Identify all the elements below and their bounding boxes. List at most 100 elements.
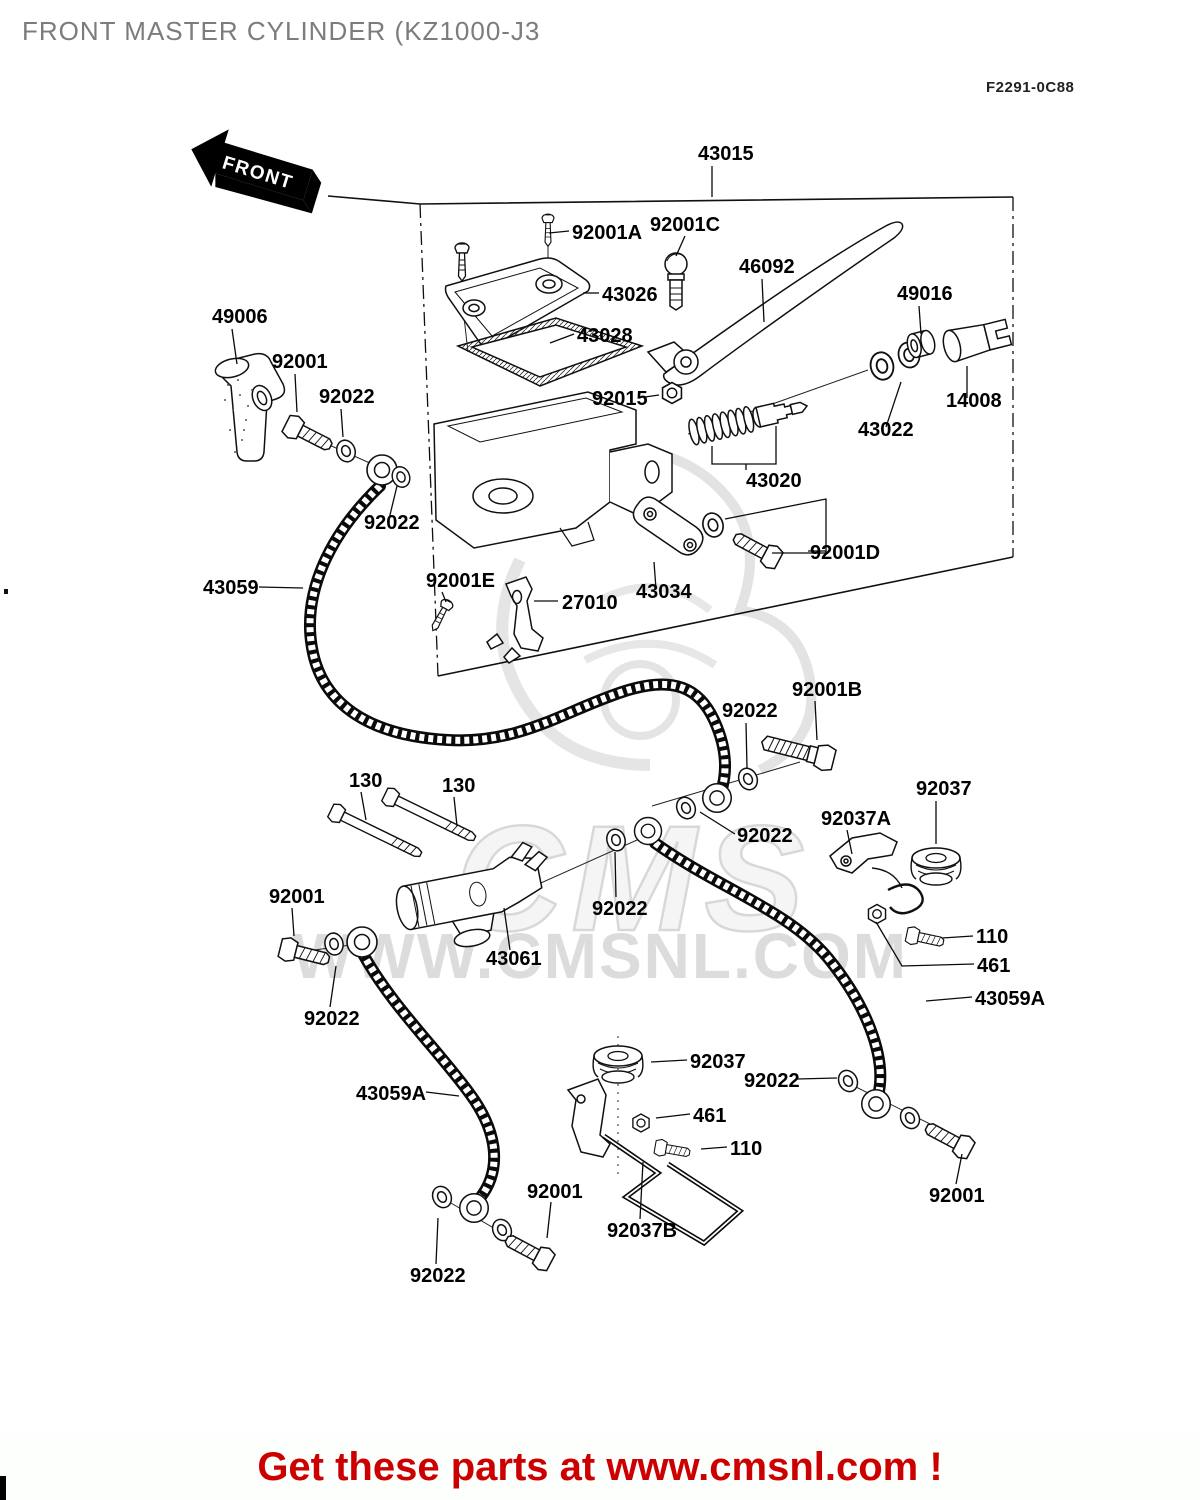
part-label-92001: 92001: [269, 886, 325, 908]
leader-line: [955, 1153, 963, 1185]
leader-line: [340, 408, 344, 438]
leader-line: [918, 305, 922, 335]
leader-line: [258, 586, 304, 589]
leader-line: [388, 485, 398, 520]
hose-eyelet-mid: [633, 816, 663, 846]
leader-line: [745, 722, 748, 769]
part-label-92022: 92022: [364, 512, 420, 534]
hose-eyelet-left-start: [346, 926, 378, 958]
leader-line: [846, 829, 853, 855]
front-arrow: FRONT: [191, 129, 322, 214]
diaphragm-gasket-43028: [455, 317, 645, 387]
part-label-130: 130: [349, 770, 382, 792]
leader-line: [614, 851, 617, 898]
banjo-bolt-92001b: [761, 735, 837, 772]
leader-line: [329, 965, 337, 1008]
leader-line: [435, 1217, 439, 1265]
boot-14008: [942, 318, 1013, 363]
washer-92022-i: [428, 1182, 456, 1212]
leader-line: [291, 907, 295, 937]
front-arrow-side: [303, 169, 322, 214]
locknut-92015: [661, 381, 683, 405]
grommet-92037-lower: [592, 1045, 644, 1084]
leader-line: [653, 561, 657, 590]
bolt-92001d: [728, 525, 786, 573]
hose-eyelet-center: [701, 782, 733, 814]
leader-line: [925, 996, 973, 1002]
part-label-27010: 27010: [562, 592, 618, 614]
front-arrow-shape: [191, 129, 313, 201]
washer-92022-f: [834, 1066, 862, 1096]
bolt-110-lower: [653, 1137, 692, 1162]
brake-lever-46092: [646, 221, 904, 386]
piston-spring-43020: [688, 401, 809, 446]
front-arrow-bottom: [215, 173, 312, 214]
leader-line: [546, 1201, 552, 1239]
part-label-92001: 92001: [929, 1185, 985, 1207]
leader-lines-layer: [231, 166, 975, 1265]
part-label-92001c: 92001C: [650, 214, 720, 236]
part-label-43028: 43028: [577, 325, 633, 347]
reservoir-cap-43026: [444, 257, 591, 347]
leader-line: [453, 796, 458, 827]
leader-line: [761, 278, 765, 323]
part-label-43026: 43026: [602, 284, 658, 306]
banjo-bolt-92001c: [664, 252, 688, 311]
exploded-parts-diagram: CMS WWW.CMSNL.COM FRONT: [191, 129, 1045, 1287]
nut-under-bracket: [867, 903, 887, 925]
brake-hose-43059a-right: [649, 837, 887, 1102]
leader-line: [650, 1059, 688, 1063]
part-label-92022: 92022: [592, 898, 648, 920]
leader-line: [814, 700, 818, 741]
part-label-92022: 92022: [319, 386, 375, 408]
part-label-92001: 92001: [272, 351, 328, 373]
leader-line: [644, 394, 660, 398]
part-label-130: 130: [442, 775, 475, 797]
part-label-43015: 43015: [698, 143, 754, 165]
banner-link-text[interactable]: Get these parts at www.cmsnl.com !: [257, 1444, 943, 1489]
hose-eyelet-left-end: [458, 1192, 490, 1224]
washer-92022-g: [896, 1103, 924, 1133]
part-label-92001: 92001: [527, 1181, 583, 1203]
joint-fitting-49006: [214, 352, 286, 462]
part-label-92022: 92022: [410, 1265, 466, 1287]
brake-hose-43059: [303, 480, 731, 798]
part-label-92001a: 92001A: [572, 222, 642, 244]
bracket-92037b: [566, 1078, 745, 1247]
leader-line: [941, 935, 974, 939]
cap-screw: [454, 242, 470, 282]
screw-92001e: [426, 596, 456, 635]
assembly-box-43015: [327, 195, 1014, 677]
part-label-92001b: 92001B: [792, 679, 862, 701]
scan-artifact-corner: [0, 1476, 6, 1500]
leader-line: [549, 333, 575, 344]
leader-line: [699, 811, 736, 835]
page-title: FRONT MASTER CYLINDER (KZ1000-J3: [22, 16, 541, 46]
fiche-reference-code: F2291-0C88: [986, 79, 1075, 96]
leader-line: [425, 1091, 460, 1097]
three-way-joint-43061: [395, 841, 549, 948]
part-label-92022: 92022: [737, 825, 793, 847]
cms-banner[interactable]: Get these parts at www.cmsnl.com !: [0, 1434, 1200, 1500]
part-label-92022: 92022: [744, 1070, 800, 1092]
part-label-43059: 43059: [203, 577, 259, 599]
parts-art: [214, 213, 1013, 1275]
bolt-110-upper: [904, 925, 946, 952]
part-label-49006: 49006: [212, 306, 268, 328]
hose-clamp-27010: [486, 576, 544, 664]
leader-line: [548, 230, 570, 234]
part-label-461: 461: [977, 955, 1010, 977]
leader-line: [655, 1113, 691, 1119]
nut-461-lower: [632, 1113, 650, 1133]
part-label-92037a: 92037A: [821, 808, 891, 830]
grommet-92037-upper: [910, 847, 962, 886]
leader-line: [639, 1161, 644, 1220]
leader-line: [675, 235, 686, 257]
leader-line: [294, 373, 298, 413]
bracket-92037a: [829, 832, 903, 889]
leader-line: [700, 1146, 728, 1150]
leader-line: [711, 426, 777, 465]
part-label-92037b: 92037B: [607, 1220, 677, 1242]
